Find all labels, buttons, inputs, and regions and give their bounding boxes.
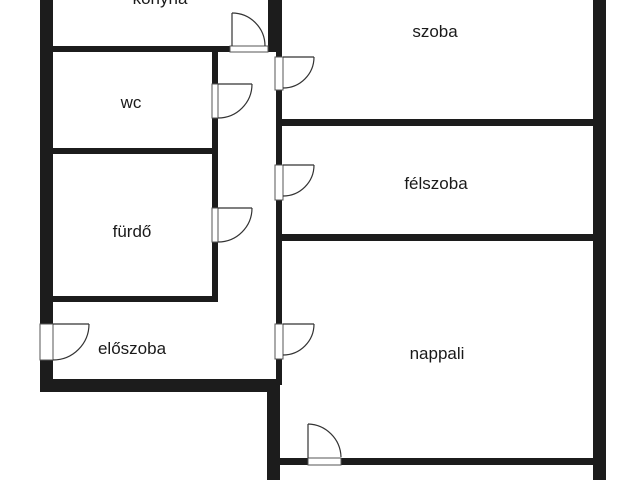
nappali-bottom-wall-left bbox=[280, 458, 308, 465]
kitchen-door-icon[interactable] bbox=[231, 12, 266, 47]
frame-szoba-door bbox=[274, 56, 284, 91]
door-swings bbox=[52, 12, 342, 458]
room-label-szoba: szoba bbox=[412, 22, 458, 41]
wc-right-wall-lower bbox=[212, 118, 218, 208]
kitchen-bottom-wall bbox=[53, 46, 230, 52]
outer-wall-step bbox=[267, 379, 280, 480]
frame-felszoba-door bbox=[274, 164, 284, 201]
nappali-bottom-wall-right bbox=[341, 458, 596, 465]
kitchen-right-wall bbox=[268, 0, 277, 52]
corridor-right-wall-2 bbox=[276, 90, 282, 165]
outer-wall-right bbox=[593, 0, 606, 480]
nappali-bottom-door-icon[interactable] bbox=[307, 423, 342, 458]
room-label-kitchen: konyha bbox=[133, 0, 188, 8]
nappali-door-icon[interactable] bbox=[282, 323, 315, 356]
entry-door-icon[interactable] bbox=[52, 323, 90, 361]
corridor-right-wall-1 bbox=[276, 0, 282, 57]
frame-hall-entry-door bbox=[39, 323, 54, 361]
wc-right-wall bbox=[212, 52, 218, 84]
frame-nappali-bottom-door bbox=[307, 457, 342, 466]
bath-hall-divider bbox=[53, 296, 218, 302]
frame-bath-door bbox=[211, 207, 219, 243]
outer-wall-left bbox=[40, 0, 53, 392]
frame-nappali-door bbox=[274, 323, 284, 360]
bath-right-wall-lower bbox=[212, 242, 218, 301]
room-label-wc: wc bbox=[120, 93, 142, 112]
frame-wc-door bbox=[211, 83, 219, 119]
room-label-living: nappali bbox=[410, 344, 465, 363]
outer-wall-bottom-left bbox=[40, 379, 280, 392]
frame-kitchen-door bbox=[229, 45, 269, 53]
room-label-hallway: előszoba bbox=[98, 339, 167, 358]
walls bbox=[40, 0, 606, 480]
felszoba-bottom-wall bbox=[279, 234, 596, 241]
room-label-bathroom: fürdő bbox=[113, 222, 152, 241]
szoba-door-icon[interactable] bbox=[282, 56, 315, 89]
corridor-right-wall-4 bbox=[276, 359, 282, 385]
room-label-felszoba: félszoba bbox=[404, 174, 468, 193]
wc-door-icon[interactable] bbox=[217, 83, 253, 119]
szoba-bottom-wall bbox=[279, 119, 596, 126]
door-frames bbox=[39, 45, 342, 466]
felszoba-door-icon[interactable] bbox=[282, 164, 315, 197]
bathroom-door-icon[interactable] bbox=[217, 207, 253, 243]
wc-bath-divider bbox=[53, 148, 218, 154]
corridor-right-wall-3 bbox=[276, 200, 282, 324]
